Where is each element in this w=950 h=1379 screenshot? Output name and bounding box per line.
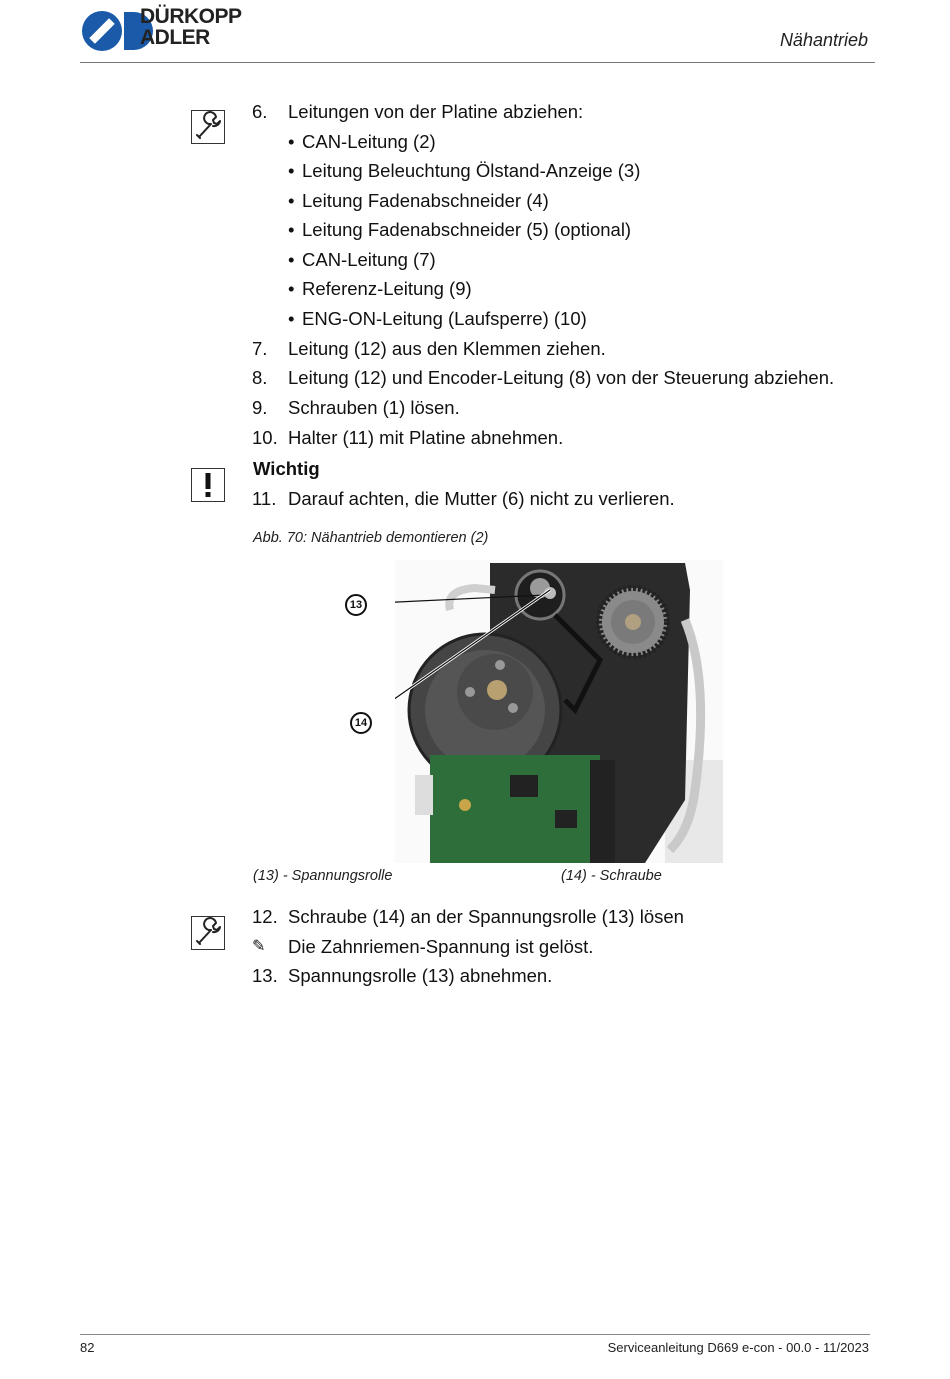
result-arrow-icon: ✎	[252, 938, 266, 955]
result-text: Die Zahnriemen-Spannung ist gelöst.	[288, 936, 594, 957]
bullet-text: Leitung Fadenabschneider (5) (optional)	[302, 219, 632, 240]
logo-line-2: ADLER	[140, 26, 210, 49]
step-text: Halter (11) mit Platine abnehmen.	[288, 427, 564, 448]
bullet: •	[288, 308, 295, 329]
page-number: 82	[80, 1340, 95, 1355]
important-heading: Wichtig	[253, 458, 320, 479]
step-number: 10.	[252, 427, 278, 448]
header-rule	[80, 62, 875, 63]
bullet-text: Leitung Fadenabschneider (4)	[302, 190, 549, 211]
bullet: •	[288, 160, 295, 181]
legend-number: (13)	[253, 868, 279, 884]
step-number: 9.	[252, 397, 268, 418]
legend-number: (14)	[561, 868, 587, 884]
step-text: Darauf achten, die Mutter (6) nicht zu v…	[288, 488, 675, 509]
bullet: •	[288, 190, 295, 211]
figure-caption: Abb. 70: Nähantrieb demontieren (2)	[253, 530, 489, 546]
wrench-icon	[191, 110, 225, 144]
step-number: 12.	[252, 906, 278, 927]
callout-14: 14	[350, 712, 372, 734]
page-header: DÜRKOPP ADLER Nähantrieb	[0, 0, 950, 64]
step-text: Leitung (12) aus den Klemmen ziehen.	[288, 338, 606, 359]
bullet-text: CAN-Leitung (2)	[302, 131, 436, 152]
section-title: Nähantrieb	[779, 30, 868, 50]
step-number: 13.	[252, 965, 278, 986]
bullet: •	[288, 249, 295, 270]
bullet-text: Leitung Beleuchtung Ölstand-Anzeige (3)	[302, 160, 641, 181]
legend-item-14: (14) - Schraube	[561, 868, 662, 884]
legend-label: - Spannungsrolle	[282, 868, 393, 884]
step-number: 8.	[252, 367, 268, 388]
logo-line-1: DÜRKOPP	[140, 5, 242, 28]
legend-item-13: (13) - Spannungsrolle	[253, 868, 392, 884]
step-text: Spannungsrolle (13) abnehmen.	[288, 965, 553, 986]
logo-text: DÜRKOPP ADLER	[140, 6, 242, 48]
step-number: 6.	[252, 101, 268, 122]
step-number: 11.	[252, 488, 277, 509]
bullet-text: CAN-Leitung (7)	[302, 249, 436, 270]
company-logo	[82, 11, 153, 51]
motor-photo	[395, 560, 723, 863]
step-text: Schraube (14) an der Spannungsrolle (13)…	[288, 906, 684, 927]
footer-rule	[80, 1334, 870, 1335]
legend-label: - Schraube	[590, 868, 662, 884]
bullet-text: ENG-ON-Leitung (Laufsperre) (10)	[302, 308, 587, 329]
step-text: Leitung (12) und Encoder-Leitung (8) von…	[288, 367, 835, 388]
step-text: Schrauben (1) lösen.	[288, 397, 460, 418]
bullet: •	[288, 278, 295, 299]
step-text: Leitungen von der Platine abziehen:	[288, 101, 584, 122]
bullet-text: Referenz-Leitung (9)	[302, 278, 472, 299]
bullet: •	[288, 219, 295, 240]
step-number: 7.	[252, 338, 268, 359]
callout-13: 13	[345, 594, 367, 616]
warning-exclamation-icon	[191, 468, 225, 502]
document-reference: Serviceanleitung D669 e-con - 00.0 - 11/…	[607, 1340, 869, 1355]
bullet: •	[288, 131, 295, 152]
wrench-icon	[191, 916, 225, 950]
